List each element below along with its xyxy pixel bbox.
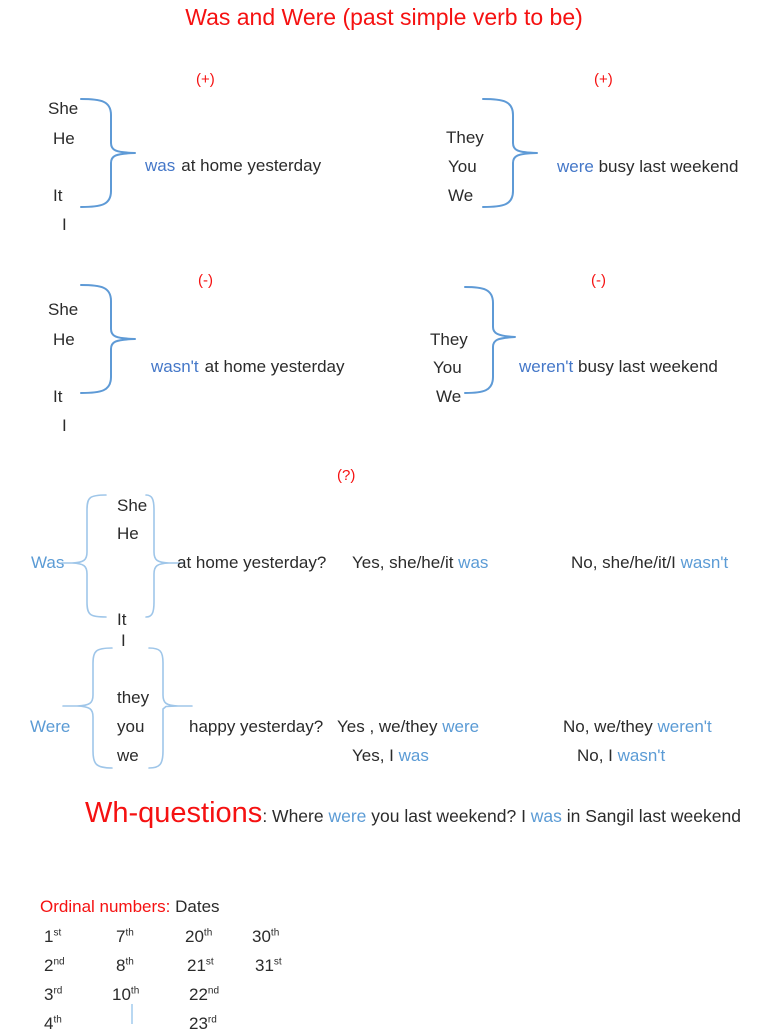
pronoun: We	[436, 387, 462, 406]
verb-wasnt: wasn't	[617, 746, 666, 765]
negative-label-left: (-)	[198, 272, 213, 289]
ordinal-cell: 20th	[185, 927, 213, 946]
pronoun: She	[48, 99, 79, 118]
pronoun: He	[53, 330, 75, 349]
answer-prefix: Yes , we/they	[337, 717, 443, 736]
wh-questions-heading: Wh-questions	[85, 797, 263, 829]
sentence-positive-left: was at home yesterday	[145, 156, 321, 176]
verb-was: was	[145, 156, 176, 175]
answer-prefix: No, she/he/it/I	[571, 553, 681, 572]
curly-brace-icon	[482, 98, 538, 208]
answer-yes: Yes, she/he/it was	[352, 553, 488, 573]
ordinal-cell: 3rd	[44, 985, 63, 1004]
verb-were: were	[442, 717, 480, 736]
pronoun: She	[48, 300, 79, 319]
positive-label-left: (+)	[196, 71, 215, 88]
curly-brace-icon	[80, 98, 136, 208]
sentence-rest: busy last weekend	[593, 157, 739, 176]
pronoun: You	[433, 358, 462, 377]
verb-wasnt: wasn't	[680, 553, 729, 572]
answer-no: No, we/they weren't	[563, 717, 712, 737]
curly-brace-icon	[62, 647, 113, 769]
curly-brace-icon	[148, 647, 193, 769]
pronoun: they	[117, 688, 150, 707]
answer-no: No, she/he/it/I wasn't	[571, 553, 728, 573]
ordinal-cell: 8th	[116, 956, 134, 975]
question-text: happy yesterday?	[189, 717, 324, 736]
right-bracket-icon	[145, 494, 185, 618]
verb-werent: weren't	[519, 357, 574, 376]
ordinal-cell: 4th	[44, 1014, 62, 1033]
pronoun: He	[117, 524, 139, 543]
pronoun: I	[62, 416, 67, 435]
answer-prefix: No, I	[577, 746, 618, 765]
answer-prefix: Yes, I	[352, 746, 399, 765]
pronoun: We	[448, 186, 474, 205]
pronoun: You	[448, 157, 477, 176]
pronoun: you	[117, 717, 145, 736]
sentence-negative-left: wasn't at home yesterday	[151, 357, 345, 377]
question-label: (?)	[337, 467, 356, 484]
sentence-rest: at home yesterday	[181, 156, 322, 175]
answer-yes: Yes , we/they were	[337, 717, 479, 737]
answer-yes-i: Yes, I was	[352, 746, 429, 766]
wh-text: in Sangil last weekend	[561, 806, 741, 826]
pronoun: It	[117, 610, 127, 629]
ordinal-cell: 10th	[112, 985, 140, 1004]
verb-were: were	[557, 157, 594, 176]
ordinal-cell: 2nd	[44, 956, 65, 975]
sentence-positive-right: were busy last weekend	[557, 157, 738, 177]
ordinal-cell: 31st	[255, 956, 282, 975]
question-text: at home yesterday?	[177, 553, 327, 572]
ordinal-cell: 7th	[116, 927, 134, 946]
negative-label-right: (-)	[591, 272, 606, 289]
sentence-rest: busy last weekend	[573, 357, 718, 376]
ordinal-numbers-heading: Ordinal numbers: Dates	[40, 897, 220, 917]
page-title: Was and Were (past simple verb to be)	[185, 4, 583, 30]
verb-wasnt: wasn't	[151, 357, 199, 376]
pronoun: I	[62, 215, 67, 234]
pronoun: He	[53, 129, 75, 148]
verb-was: was	[398, 746, 429, 765]
pronoun: we	[117, 746, 139, 765]
verb-were: were	[328, 806, 367, 826]
pronoun: They	[430, 330, 468, 349]
wh-colon: :	[262, 806, 273, 826]
ordinal-numbers-label: Ordinal numbers:	[40, 897, 171, 916]
answer-no-i: No, I wasn't	[577, 746, 665, 766]
aux-was: Was	[31, 553, 65, 572]
pronoun: She	[117, 496, 148, 515]
answer-prefix: No, we/they	[563, 717, 658, 736]
verb-was: was	[458, 553, 489, 572]
pronoun: I	[121, 631, 126, 650]
ordinal-cell: 21st	[187, 956, 214, 975]
left-bracket-icon	[60, 494, 107, 618]
ordinal-cell: 23rd	[189, 1014, 217, 1033]
ordinal-cell: 1st	[44, 927, 62, 946]
pronoun: It	[53, 186, 63, 205]
curly-brace-icon	[464, 286, 516, 394]
answer-prefix: Yes, she/he/it	[352, 553, 459, 572]
curly-brace-icon	[80, 284, 136, 394]
ordinal-cell: 22nd	[189, 985, 220, 1004]
sentence-negative-right: weren't busy last weekend	[519, 357, 718, 377]
wh-text: you last weekend? I	[366, 806, 531, 826]
pronoun: It	[53, 387, 63, 406]
ordinal-cell: 30th	[252, 927, 280, 946]
sentence-rest: at home yesterday	[204, 357, 345, 376]
aux-were: Were	[30, 717, 71, 736]
dates-label: Dates	[170, 897, 220, 916]
verb-was: was	[530, 806, 562, 826]
wh-questions-line: Wh-questions: Where were you last weeken…	[85, 797, 741, 830]
verb-werent: weren't	[657, 717, 712, 736]
wh-text: Where	[272, 806, 329, 826]
connector-line	[131, 1004, 133, 1024]
pronoun: They	[446, 128, 484, 147]
positive-label-right: (+)	[594, 71, 613, 88]
